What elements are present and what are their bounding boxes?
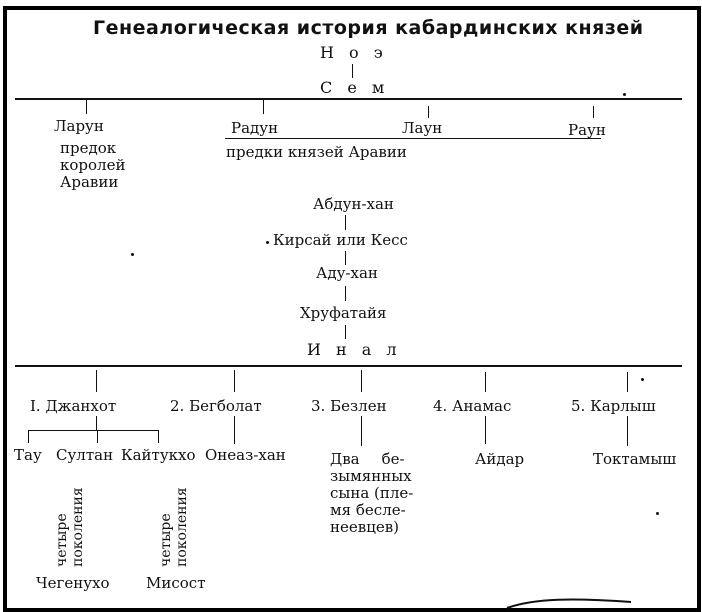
grandson-toktamysh: Токтамыш xyxy=(593,450,677,468)
chain-khrufataiya: Хруфатайя xyxy=(300,304,387,322)
noah-label: Н о э xyxy=(320,43,388,62)
larun-drop-line xyxy=(86,100,87,114)
grandson-sultan: Султан xyxy=(56,446,114,464)
chain-connector-4 xyxy=(345,325,346,339)
grandson-kaitukho: Кайтукхо xyxy=(121,446,196,464)
karlysh-son-connector xyxy=(627,416,628,446)
cut-off-header: ~ ~ ~ ~ ~ ~ ~ ~ ~ ~ ~ ~ ~ ~ ~ xyxy=(0,0,702,5)
laun-drop-line xyxy=(428,106,429,118)
chain-abdun-khan: Абдун-хан xyxy=(313,195,394,213)
grandson-aidar: Айдар xyxy=(475,450,525,468)
chain-kirsai: Кирсай или Кесс xyxy=(273,231,408,249)
sultan-drop-line xyxy=(97,430,98,443)
scan-artifact xyxy=(506,598,632,609)
radun-drop-line xyxy=(263,100,264,114)
chain-connector-2 xyxy=(345,251,346,265)
son-dzhankhot: I. Джанхот xyxy=(30,397,117,415)
print-speck xyxy=(623,93,626,96)
son-bezlen: 3. Безлен xyxy=(311,397,387,415)
page-frame xyxy=(3,6,701,612)
raun-name: Раун xyxy=(568,121,606,139)
four-generations-label-sultan: четыре поколения xyxy=(54,487,86,567)
bezlen-line-2: зымянных xyxy=(330,467,412,485)
arabia-bracket-line xyxy=(225,138,601,139)
dzhankhot-sons-stem xyxy=(96,416,97,430)
grandson-oneaz-khan: Онеаз-хан xyxy=(205,446,286,464)
chain-inal: И н а л xyxy=(307,340,402,359)
chain-connector-3 xyxy=(345,286,346,301)
bezlen-line-5: неевцев) xyxy=(330,518,400,536)
dzhankhot-sons-bracket xyxy=(28,430,158,431)
anamas-son-connector xyxy=(485,416,486,444)
bezlen-line-3: сына (пле- xyxy=(330,484,414,502)
kaitukho-drop-line xyxy=(158,430,159,443)
karlysh-drop-line xyxy=(627,372,628,392)
begbolat-son-connector xyxy=(234,416,235,444)
son-anamas: 4. Анамас xyxy=(433,397,512,415)
bezlen-sons-connector xyxy=(361,416,362,446)
sem-label: С е м xyxy=(320,78,390,97)
chain-connector-1 xyxy=(345,215,346,230)
larun-note-line-1: предок xyxy=(60,139,117,157)
chain-adu-khan: Аду-хан xyxy=(316,264,378,282)
descendant-misost: Мисост xyxy=(146,574,206,592)
arabia-princes-note: предки князей Аравии xyxy=(226,143,407,161)
begbolat-drop-line xyxy=(234,370,235,392)
bezlen-line-4: мя бесле- xyxy=(330,501,406,519)
descendant-chegenukho: Чегенухо xyxy=(36,574,110,592)
larun-note-line-3: Аравии xyxy=(60,173,119,191)
bezlen-drop-line xyxy=(361,370,362,392)
larun-note: предок королей Аравии xyxy=(60,140,125,191)
raun-drop-line xyxy=(593,106,594,118)
noah-sem-connector xyxy=(352,64,353,78)
cut-off-header-text: ~ ~ ~ ~ ~ ~ ~ ~ ~ ~ ~ ~ ~ ~ ~ xyxy=(130,0,374,5)
son-begbolat: 2. Бегболат xyxy=(170,397,262,415)
anamas-drop-line xyxy=(485,372,486,392)
gen1-branch-line xyxy=(15,98,682,100)
print-speck xyxy=(641,378,644,381)
print-speck xyxy=(131,253,134,256)
print-speck xyxy=(266,241,269,244)
dzhankhot-drop-line xyxy=(96,370,97,392)
print-speck xyxy=(656,512,659,515)
tau-drop-line xyxy=(28,430,29,443)
laun-name: Лаун xyxy=(402,119,443,137)
larun-note-line-2: королей xyxy=(60,156,126,174)
four-generations-label-kaitukho: четыре поколения xyxy=(158,487,190,567)
son-karlysh: 5. Карлыш xyxy=(571,397,656,415)
larun-name: Ларун xyxy=(54,117,104,135)
diagram-title: Генеалогическая история кабардинских кня… xyxy=(93,17,644,39)
sons-branch-line xyxy=(15,365,682,367)
radun-name: Радун xyxy=(231,119,279,137)
grandson-tau: Тау xyxy=(14,446,42,464)
